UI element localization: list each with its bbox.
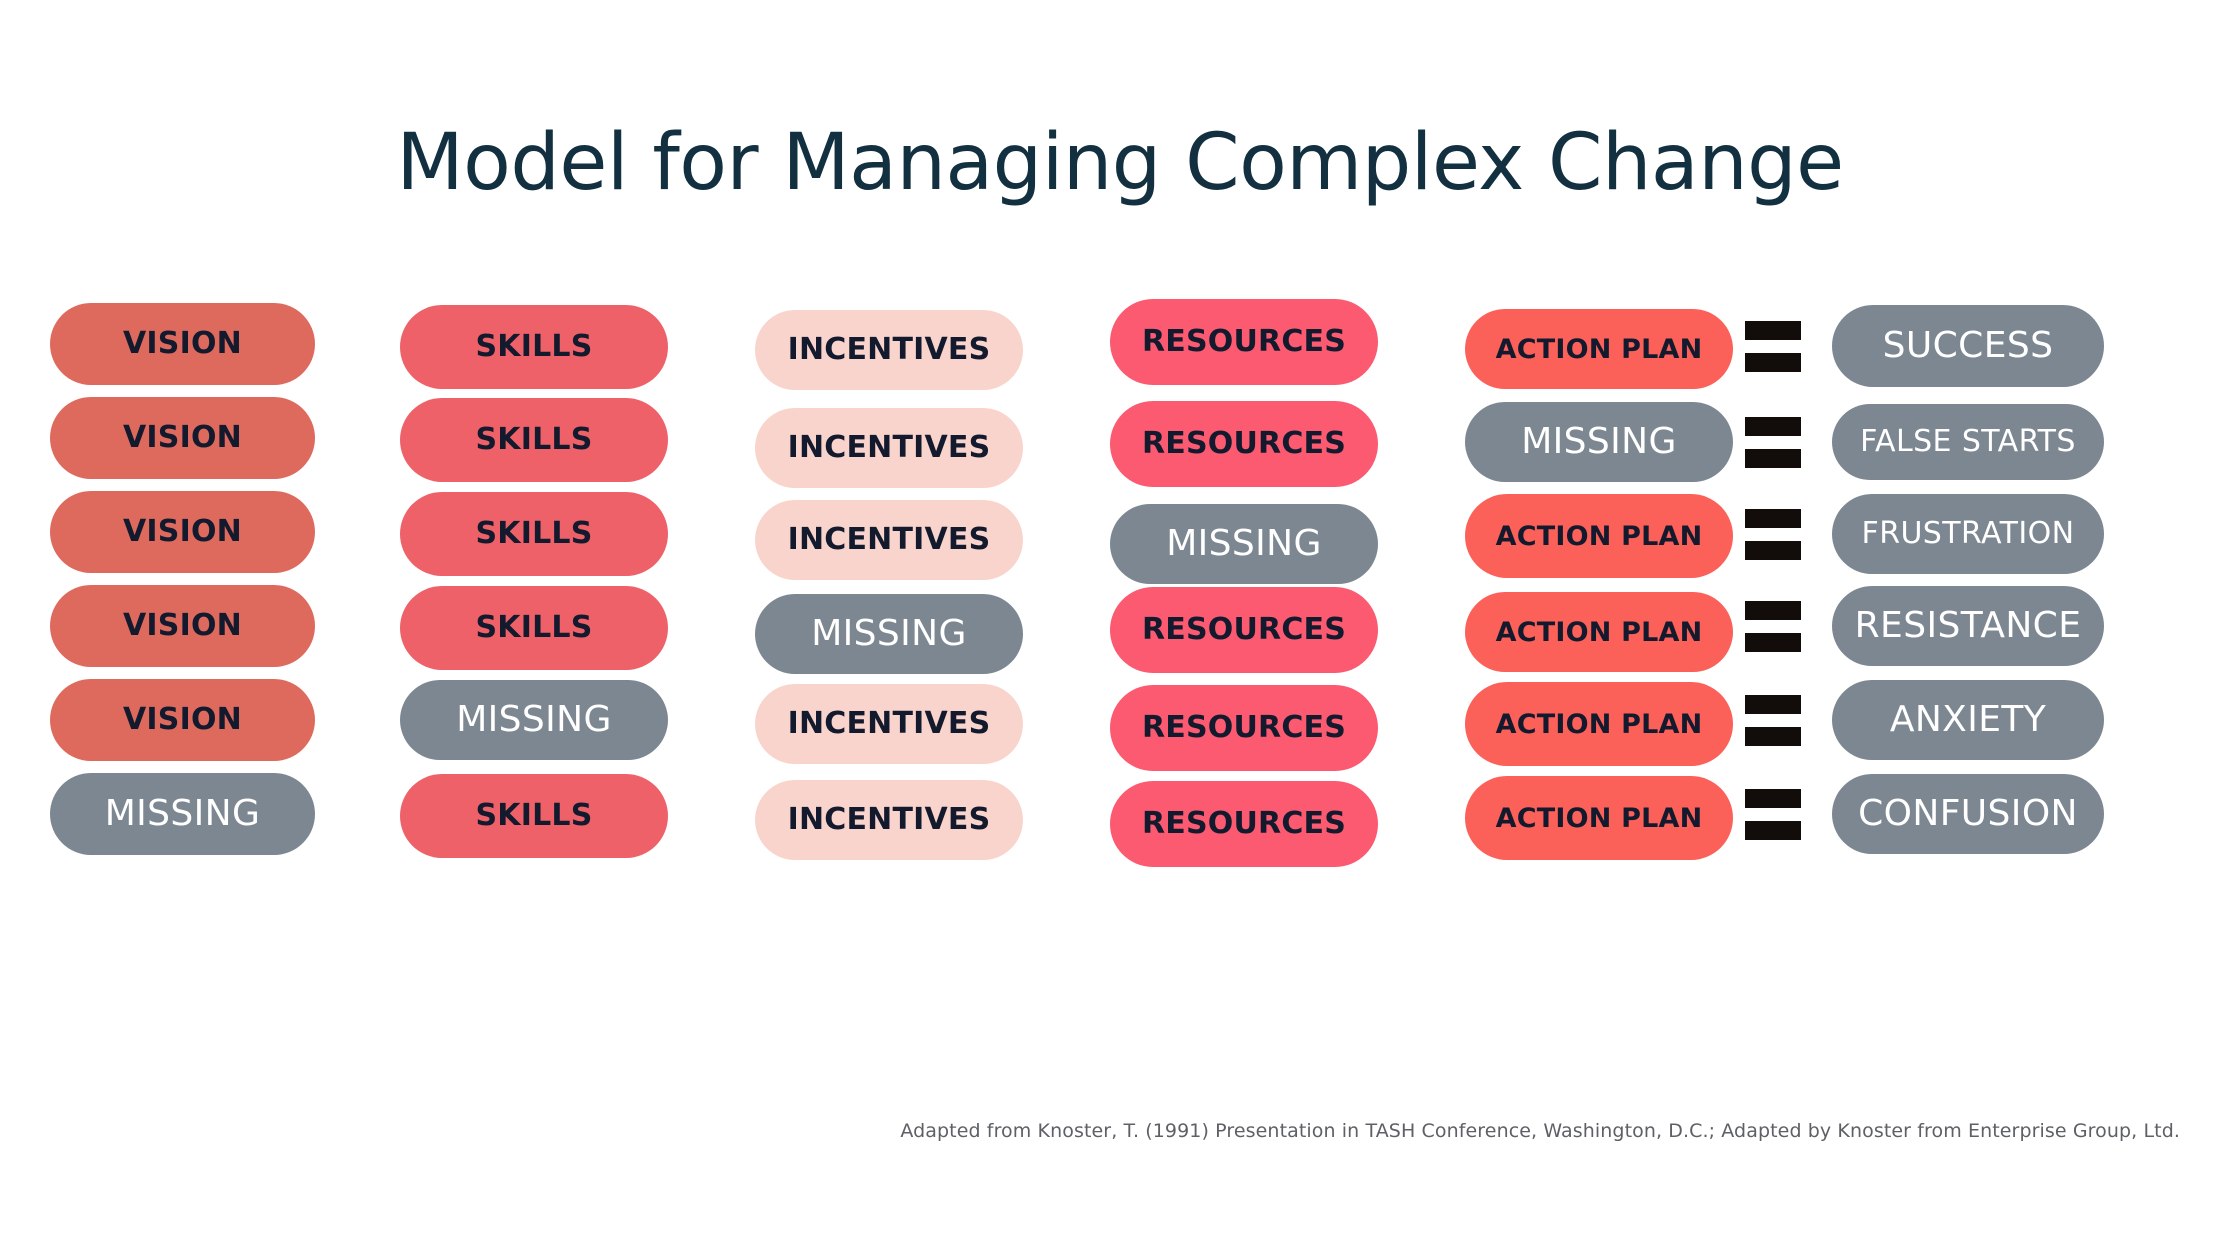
equals-bar-bottom xyxy=(1745,820,1801,840)
skills-pill[interactable]: SKILLS xyxy=(400,492,668,576)
page-title: Model for Managing Complex Change xyxy=(396,118,1844,208)
missing-pill[interactable]: MISSING xyxy=(50,773,315,855)
vision-pill[interactable]: VISION xyxy=(50,679,315,761)
equals-icon xyxy=(1745,598,1801,654)
equals-icon xyxy=(1745,506,1801,562)
incentives-pill[interactable]: INCENTIVES xyxy=(755,408,1023,488)
incentives-pill[interactable]: INCENTIVES xyxy=(755,500,1023,580)
outcome-pill[interactable]: FALSE STARTS xyxy=(1832,404,2104,480)
equals-bar-bottom xyxy=(1745,726,1801,746)
equals-gap xyxy=(1745,620,1801,633)
action-plan-pill[interactable]: ACTION PLAN xyxy=(1465,494,1733,578)
missing-pill[interactable]: MISSING xyxy=(1110,504,1378,584)
incentives-pill[interactable]: INCENTIVES xyxy=(755,684,1023,764)
skills-pill[interactable]: SKILLS xyxy=(400,305,668,389)
vision-pill[interactable]: VISION xyxy=(50,303,315,385)
action-plan-pill[interactable]: ACTION PLAN xyxy=(1465,592,1733,672)
equals-gap xyxy=(1745,340,1801,353)
skills-pill[interactable]: SKILLS xyxy=(400,398,668,482)
outcome-pill[interactable]: FRUSTRATION xyxy=(1832,494,2104,574)
vision-pill[interactable]: VISION xyxy=(50,585,315,667)
equals-gap xyxy=(1745,714,1801,727)
vision-pill[interactable]: VISION xyxy=(50,397,315,479)
equals-bar-top xyxy=(1745,320,1801,340)
equals-bar-bottom xyxy=(1745,448,1801,468)
equals-bar-top xyxy=(1745,788,1801,808)
resources-pill[interactable]: RESOURCES xyxy=(1110,401,1378,487)
resources-pill[interactable]: RESOURCES xyxy=(1110,781,1378,867)
missing-pill[interactable]: MISSING xyxy=(400,680,668,760)
incentives-pill[interactable]: INCENTIVES xyxy=(755,310,1023,390)
resources-pill[interactable]: RESOURCES xyxy=(1110,299,1378,385)
equals-bar-top xyxy=(1745,416,1801,436)
equals-bar-bottom xyxy=(1745,632,1801,652)
outcome-pill[interactable]: CONFUSION xyxy=(1832,774,2104,854)
equals-bar-bottom xyxy=(1745,352,1801,372)
skills-pill[interactable]: SKILLS xyxy=(400,586,668,670)
change-model-grid: VISION SKILLS INCENTIVES RESOURCES ACTION PL… xyxy=(0,272,2240,1092)
equals-icon xyxy=(1745,318,1801,374)
equals-bar-top xyxy=(1745,508,1801,528)
outcome-pill[interactable]: ANXIETY xyxy=(1832,680,2104,760)
equals-gap xyxy=(1745,436,1801,449)
action-plan-pill[interactable]: ACTION PLAN xyxy=(1465,776,1733,860)
resources-pill[interactable]: RESOURCES xyxy=(1110,587,1378,673)
missing-pill[interactable]: MISSING xyxy=(755,594,1023,674)
equals-gap xyxy=(1745,528,1801,541)
equals-bar-bottom xyxy=(1745,540,1801,560)
resources-pill[interactable]: RESOURCES xyxy=(1110,685,1378,771)
action-plan-pill[interactable]: ACTION PLAN xyxy=(1465,682,1733,766)
attribution-footnote: Adapted from Knoster, T. (1991) Presenta… xyxy=(900,1120,2180,1142)
action-plan-pill[interactable]: ACTION PLAN xyxy=(1465,309,1733,389)
skills-pill[interactable]: SKILLS xyxy=(400,774,668,858)
equals-bar-top xyxy=(1745,600,1801,620)
equals-icon xyxy=(1745,692,1801,748)
equals-icon xyxy=(1745,414,1801,470)
equals-icon xyxy=(1745,786,1801,842)
outcome-pill[interactable]: RESISTANCE xyxy=(1832,586,2104,666)
equals-bar-top xyxy=(1745,694,1801,714)
incentives-pill[interactable]: INCENTIVES xyxy=(755,780,1023,860)
missing-pill[interactable]: MISSING xyxy=(1465,402,1733,482)
outcome-pill[interactable]: SUCCESS xyxy=(1832,305,2104,387)
vision-pill[interactable]: VISION xyxy=(50,491,315,573)
equals-gap xyxy=(1745,808,1801,821)
